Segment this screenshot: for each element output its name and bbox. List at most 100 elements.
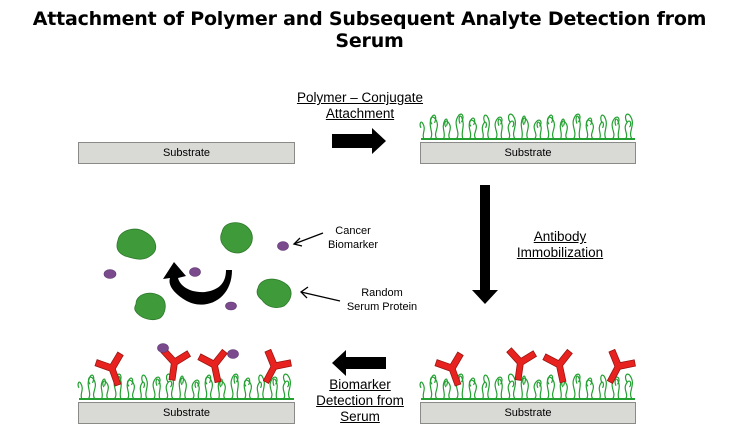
polymer-strand: [204, 376, 213, 400]
polymer-strand: [600, 374, 607, 400]
polymer-strand: [497, 118, 503, 140]
polymer-strand: [256, 381, 262, 400]
step-attachment-line2: Attachment: [325, 106, 395, 121]
antibodies-immobilized: [434, 347, 636, 387]
polymer-strand: [272, 378, 278, 400]
polymer-strand: [282, 373, 291, 400]
captured-biomarkers: [157, 343, 239, 359]
polymer-strand: [191, 379, 200, 400]
polymer-strand: [546, 116, 555, 140]
polymer-strand: [483, 374, 490, 400]
antibody: [197, 348, 228, 384]
polymer-strand: [624, 113, 633, 140]
biomarker-shapes: [103, 241, 289, 311]
polymer-strand: [497, 378, 503, 400]
polymer-strand: [507, 113, 516, 140]
antibody: [94, 351, 124, 387]
polymer-strand: [180, 377, 187, 400]
polymer-strand: [102, 380, 109, 400]
polymer-strand: [455, 113, 464, 140]
polymer-strand: [468, 379, 477, 400]
polymer-strand: [458, 375, 464, 400]
antibody: [160, 347, 192, 381]
polymer-brush-detection: [77, 373, 294, 400]
step-attachment-line1: Polymer – Conjugate: [296, 90, 424, 105]
polymer-brush-top: [419, 113, 635, 140]
polymer-strand: [533, 119, 542, 140]
polymer-strand: [598, 121, 604, 140]
polymer-strand: [444, 120, 451, 140]
polymer-strand: [572, 113, 581, 140]
polymer-strand: [429, 376, 438, 400]
arrow-immobilization: [472, 185, 498, 304]
polymer-strand: [585, 379, 594, 400]
serum-protein-label: Random Serum Protein: [332, 286, 432, 314]
substrate-bare: Substrate: [78, 142, 295, 164]
pointer-cancer-biomarker: [292, 232, 324, 247]
polymer-strand: [87, 376, 96, 400]
polymer-strand: [481, 381, 487, 400]
antibody: [262, 348, 292, 384]
polymer-strand: [507, 380, 515, 400]
polymer-strand: [126, 379, 135, 400]
polymer-strand: [575, 375, 581, 400]
polymer-strand: [494, 116, 503, 140]
cancer-label-line2: Biomarker: [327, 239, 379, 251]
polymer-strand: [442, 118, 448, 140]
polymer-strand: [258, 374, 265, 400]
diagram-title: Attachment of Polymer and Subsequent Ana…: [32, 8, 707, 52]
polymer-brush-antibody: [419, 373, 635, 400]
polymer-strand: [282, 380, 290, 400]
cancer-biomarker-label: Cancer Biomarker: [318, 224, 388, 252]
polymer-strand: [600, 114, 607, 140]
polymer-strand: [520, 115, 526, 140]
polymer-strand: [269, 376, 278, 400]
arrow-detection: [332, 350, 386, 376]
polymer-strand: [444, 380, 451, 400]
polymer-strand: [507, 120, 515, 140]
arrow-attachment: [332, 128, 386, 154]
polymer-strand: [429, 116, 438, 140]
polymer-strand: [419, 381, 425, 400]
polymer-strand: [561, 120, 568, 140]
polymer-strand: [572, 373, 581, 400]
cancer-label-line1: Cancer: [335, 225, 371, 237]
polymer-strand: [598, 381, 604, 400]
polymer-strand: [100, 378, 106, 400]
polymer-strand: [561, 380, 568, 400]
polymer-strand: [546, 376, 555, 400]
polymer-strand: [243, 379, 252, 400]
polymer-strand: [77, 381, 83, 400]
polymer-strand: [483, 114, 490, 140]
polymer-strand: [165, 380, 173, 400]
polymer-strand: [442, 378, 448, 400]
polymer-strand: [481, 121, 487, 140]
polymer-strand: [419, 121, 425, 140]
polymer-strand: [152, 376, 161, 400]
polymer-strand: [194, 381, 200, 400]
polymer-strand: [468, 119, 477, 140]
serum-label-line1: Random: [361, 287, 403, 299]
polymer-strand: [507, 373, 516, 400]
antibody: [506, 347, 538, 381]
step-immobilization-label: Antibody Immobilization: [500, 229, 620, 261]
polymer-strand: [536, 381, 542, 400]
polymer-strand: [141, 374, 148, 400]
polymer-strand: [522, 377, 529, 400]
polymer-strand: [230, 373, 239, 400]
polymer-strand: [139, 381, 145, 400]
step-immobilization-line1: Antibody: [533, 229, 587, 244]
polymer-strand: [624, 120, 632, 140]
polymer-strand: [575, 115, 581, 140]
step-detection-line1: Biomarker: [329, 377, 391, 392]
pointer-serum-protein: [299, 286, 341, 302]
polymer-strand: [455, 373, 464, 400]
serum-protein-shapes: [116, 222, 292, 321]
step-detection-line3: Serum: [340, 409, 380, 424]
polymer-strand: [494, 376, 503, 400]
polymer-strand: [219, 380, 226, 400]
binding-curved-arrow: [163, 262, 232, 305]
polymer-strand: [536, 121, 542, 140]
polymer-strand: [155, 378, 161, 400]
